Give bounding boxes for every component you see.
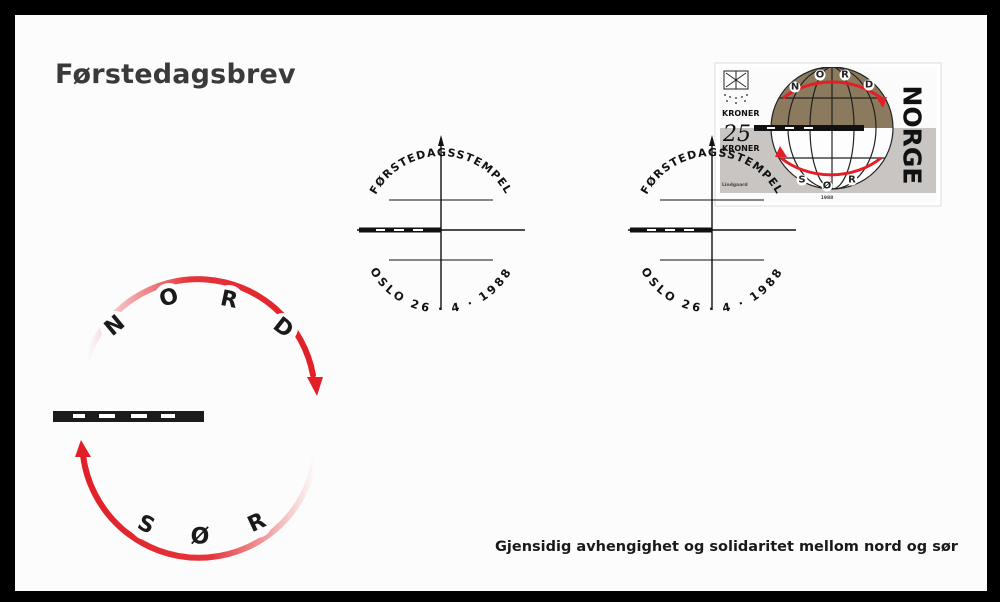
south-arrowhead	[75, 440, 91, 457]
equator-bar	[53, 411, 204, 422]
stamp-country: NORGE	[898, 85, 927, 184]
cover-artwork: N O R D S Ø R FØRSTEDAGSSTEMPEL OSLO	[53, 62, 942, 561]
stamp-value: 25	[722, 122, 751, 147]
stamp-currency-bottom: KRONER	[722, 144, 759, 153]
stamp-currency-top: KRONER	[722, 109, 759, 118]
cover-title: Førstedagsbrev	[55, 59, 296, 90]
stamp-letter-o: O	[816, 70, 825, 81]
envelope: Førstedagsbrev	[15, 15, 987, 591]
stamp-designer: Lindgaard	[722, 182, 748, 188]
stamp-letter-r: R	[841, 70, 849, 81]
stamp-year: 1988	[821, 195, 834, 201]
logo-letter-r: R	[218, 286, 240, 314]
north-arrowhead	[307, 377, 323, 396]
cover-caption: Gjensidig avhengighet og solidaritet mel…	[495, 539, 958, 555]
stamp-letter-d: D	[865, 80, 873, 91]
stamp-letter-s: S	[798, 175, 805, 186]
postmark-1: FØRSTEDAGSSTEMPEL OSLO 26 · 4 · 1988	[357, 135, 525, 316]
stamp-letter-n: N	[791, 82, 799, 93]
logo-letter-n: N	[100, 311, 130, 342]
south-arc	[80, 452, 318, 561]
nord-sor-logo: N O R D S Ø R	[53, 276, 323, 561]
stamp-letter-r2: R	[848, 175, 856, 186]
logo-letter-oe: Ø	[191, 525, 210, 550]
emblem-icon	[723, 70, 749, 104]
stamp-letter-oe: Ø	[823, 180, 832, 192]
logo-letter-d: D	[268, 313, 298, 344]
postage-stamp: N O R D S Ø R NORGE KRONER 25 KR	[714, 62, 942, 207]
